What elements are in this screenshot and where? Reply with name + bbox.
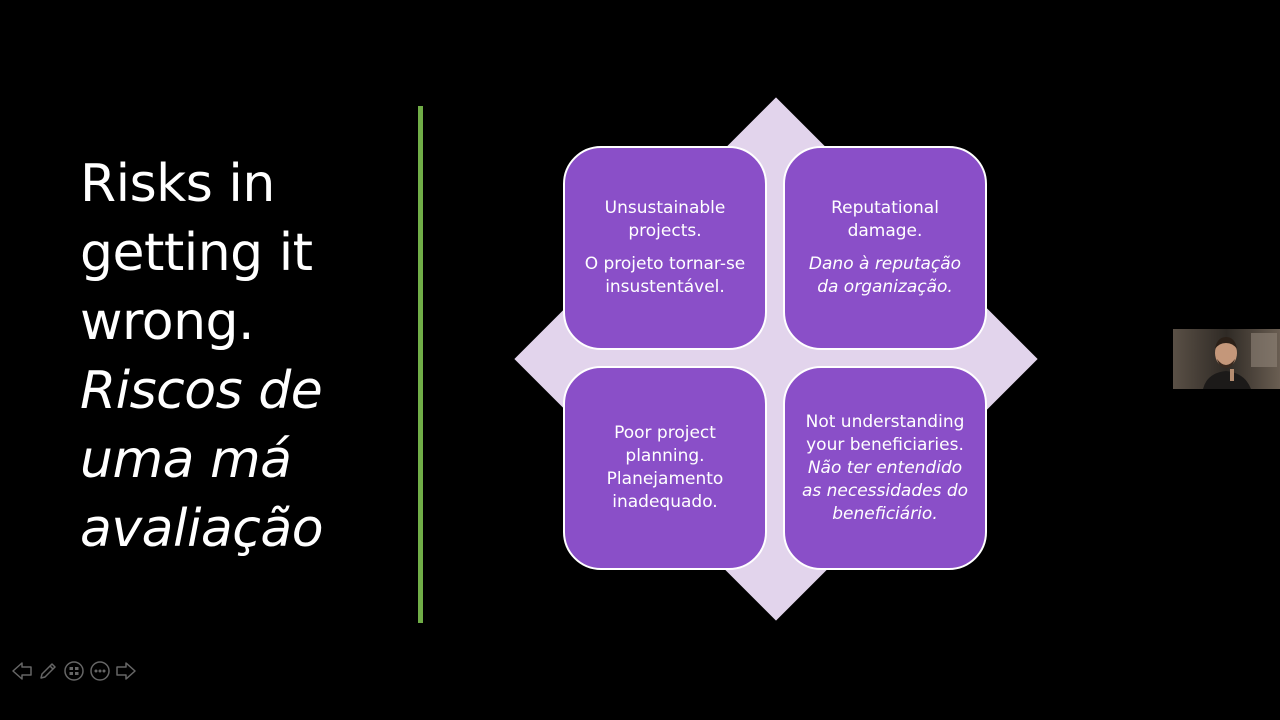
- quadrant-poor-planning: Poor project planning. Planejamento inad…: [563, 366, 767, 570]
- title-line: wrong.: [80, 292, 255, 352]
- more-options-icon[interactable]: [88, 659, 112, 683]
- quadrant-text-pt: Não ter entendido as necessidades do ben…: [801, 457, 969, 524]
- title-line-translation: uma má: [80, 430, 292, 490]
- quadrant-text-en: Not understanding your beneficiaries.: [805, 411, 965, 455]
- quadrant-not-understanding-beneficiaries: Not understanding your beneficiaries. Nã…: [783, 366, 987, 570]
- title-line: Risks in: [80, 154, 275, 214]
- quadrant-text-pt: Dano à reputação da organização.: [808, 254, 962, 297]
- vertical-divider: [418, 106, 423, 623]
- title-line-translation: Riscos de: [80, 361, 323, 421]
- title-line-translation: avaliação: [80, 499, 324, 559]
- presenter-avatar-icon: [1173, 329, 1280, 389]
- quadrant-text-pt: O projeto tornar-se insustentável.: [584, 254, 746, 297]
- presenter-webcam: [1173, 329, 1280, 389]
- quadrant-text-en: Unsustainable projects.: [604, 198, 726, 241]
- quadrant-text-en: Reputational damage.: [831, 198, 939, 241]
- slideshow-toolbar: [10, 658, 138, 684]
- arrow-left-icon[interactable]: [10, 659, 34, 683]
- arrow-right-icon[interactable]: [114, 659, 138, 683]
- pen-icon[interactable]: [36, 659, 60, 683]
- quadrant-reputational-damage: Reputational damage. Dano à reputação da…: [783, 146, 987, 350]
- slide-title: Risks in getting it wrong. Riscos de uma…: [80, 150, 400, 564]
- quadrant-text-pt: Planejamento inadequado.: [606, 469, 724, 512]
- title-line: getting it: [80, 223, 313, 283]
- risk-matrix-diagram: Unsustainable projects. O projeto tornar…: [513, 96, 1039, 622]
- quadrant-text-en: Poor project planning.: [614, 423, 716, 466]
- slides-grid-icon[interactable]: [62, 659, 86, 683]
- quadrant-unsustainable-projects: Unsustainable projects. O projeto tornar…: [563, 146, 767, 350]
